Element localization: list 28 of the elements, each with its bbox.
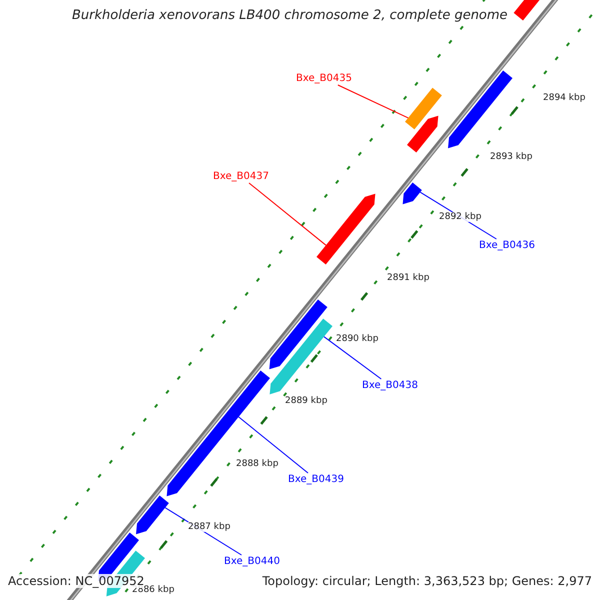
- gene-feature: [407, 116, 438, 152]
- scale-label: 2889 kbp: [285, 396, 328, 406]
- gene-feature: [448, 70, 512, 148]
- gene-label: Bxe_B0439: [288, 474, 344, 485]
- gene-label: Bxe_B0435: [296, 73, 352, 84]
- leader-line: [238, 416, 308, 474]
- gene-label: Bxe_B0438: [362, 380, 418, 391]
- gene-feature: [270, 318, 332, 394]
- scale-label: 2887 kbp: [188, 522, 230, 532]
- gene-feature: [269, 300, 328, 370]
- gene-label: Bxe_B0440: [224, 556, 280, 567]
- leader-line: [337, 84, 409, 118]
- scale-label: 2891 kbp: [387, 273, 430, 283]
- gene-label: Bxe_B0436: [479, 240, 535, 251]
- leader-line: [324, 336, 382, 380]
- scale-label: 2890 kbp: [336, 334, 378, 344]
- gene-label: Bxe_B0437: [213, 171, 269, 182]
- leader-line: [248, 182, 326, 246]
- scale-label: 2888 kbp: [236, 459, 278, 469]
- scale-label: 2892 kbp: [439, 212, 482, 222]
- scale-label: 2894 kbp: [543, 93, 586, 103]
- gene-feature: [405, 88, 442, 130]
- gene-feature: [316, 194, 376, 264]
- gene-feature: [402, 182, 422, 204]
- genome-summary-text: Topology: circular; Length: 3,363,523 bp; Genes: 2,977: [262, 574, 592, 588]
- gene-feature: [136, 496, 169, 534]
- scale-label: 2893 kbp: [490, 152, 532, 162]
- map-title: Burkholderia xenovorans LB400 chromosome 2, complete genome: [72, 8, 508, 23]
